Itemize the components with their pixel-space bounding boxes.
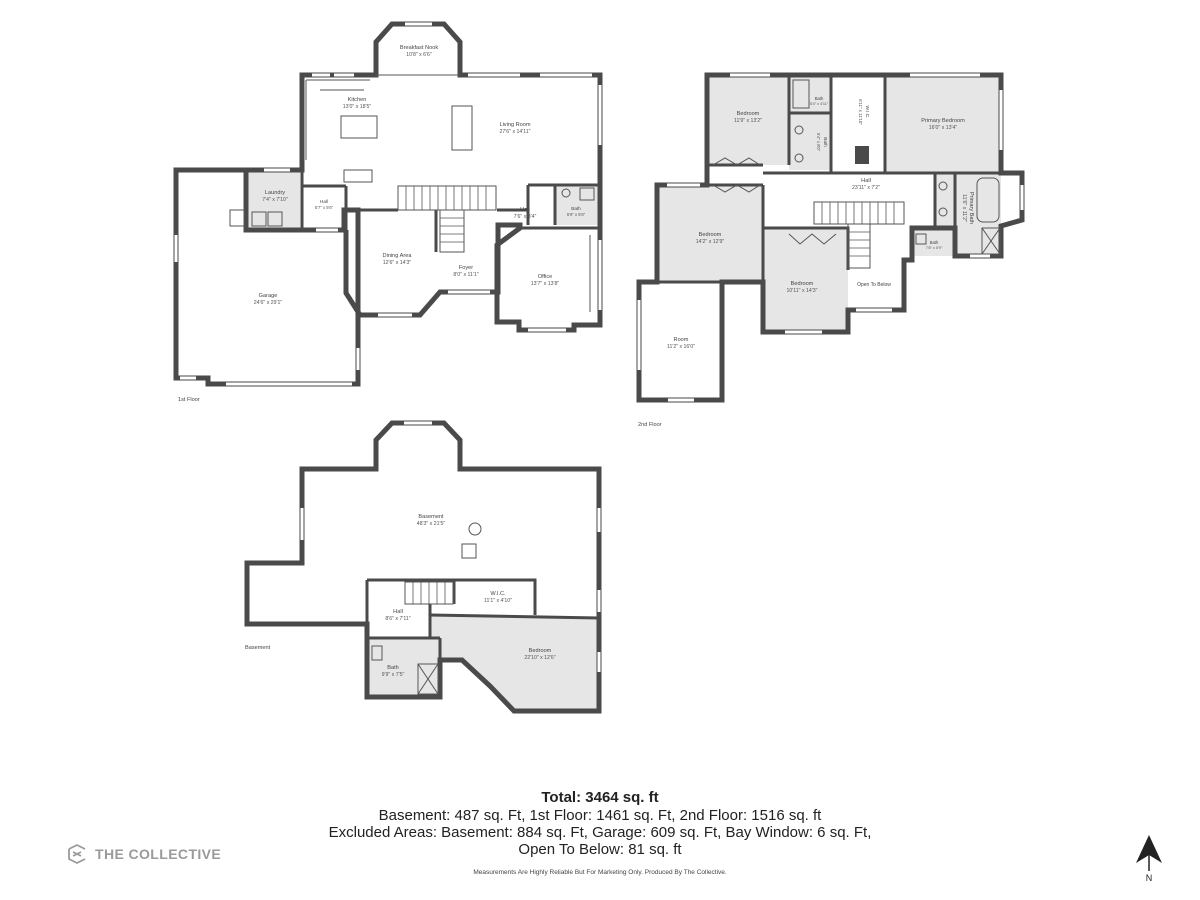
area-summary: Total: 3464 sq. ft Basement: 487 sq. Ft,… — [300, 789, 900, 858]
room-dims: 27'6" x 14'11" — [500, 129, 531, 135]
room-name: Room — [674, 337, 689, 343]
room-dims: 16'0" x 13'4" — [929, 125, 958, 131]
room-name: Kitchen — [348, 97, 367, 103]
room-name: Bath — [571, 206, 581, 211]
room-dims: 24'6" x 29'1" — [254, 300, 283, 306]
room-name: Bath — [387, 665, 399, 671]
room-dims: 48'3" x 21'5" — [417, 521, 446, 527]
room-name: Open To Below — [857, 282, 891, 288]
room-dims: 11'6" x 11'2" — [961, 194, 967, 222]
room-name: Garage — [259, 293, 278, 299]
logo-text: THE COLLECTIVE — [95, 846, 222, 862]
first-floor-labels: Breakfast Nook 10'8" x 6'6" Kitchen 13'0… — [178, 45, 586, 403]
room-name: Hall — [393, 609, 403, 615]
disclaimer: Measurements Are Highly Reliable But For… — [473, 869, 727, 876]
room-dims: 14'2" x 12'9" — [696, 239, 725, 245]
room-dims: 10'8" x 6'6" — [406, 52, 432, 58]
room-dims: 7'4" x 7'10" — [262, 197, 288, 203]
room-name: Bath — [823, 137, 828, 147]
floor-label: Basement — [245, 645, 271, 651]
room-name: Primary Bath — [968, 192, 974, 224]
room-name: Dining Area — [383, 253, 413, 259]
room-dims: 8'6" x 7'11" — [385, 616, 410, 622]
brand-logo: THE COLLECTIVE — [66, 843, 221, 865]
room-dims: 11'9" x 13'2" — [734, 118, 762, 124]
room-name: Bedroom — [529, 648, 552, 654]
room-name: Office — [538, 274, 553, 280]
room-name: Breakfast Nook — [400, 45, 438, 51]
floor-label: 1st Floor — [178, 397, 200, 403]
room-name: Primary Bedroom — [921, 118, 965, 124]
room-dims: 13'7" x 13'8" — [531, 281, 560, 287]
room-dims: 5'9" x 5'6" — [567, 212, 586, 217]
room-dims: 11'1" x 4'10" — [484, 598, 512, 604]
room-dims: 22'10" x 12'6" — [524, 655, 555, 661]
first-floor-plan — [173, 21, 603, 387]
room-dims: 9'9" x 7'5" — [382, 672, 405, 678]
room-name: Bedroom — [699, 232, 722, 238]
floor-label: 2nd Floor — [638, 422, 662, 428]
basement-plan — [244, 420, 602, 714]
room-name: W.I.C. — [864, 105, 870, 118]
room-dims: 12'6" x 14'3" — [383, 260, 412, 266]
basement-labels: Basement 48'3" x 21'5" W.I.C. 11'1" x 4'… — [245, 514, 556, 678]
room-name: Basement — [418, 514, 444, 520]
room-name: Bath — [930, 240, 939, 245]
room-dims: 7'8" x 5'9" — [926, 246, 943, 250]
compass-label: N — [1145, 873, 1153, 883]
excluded-areas: Excluded Areas: Basement: 884 sq. Ft, Ga… — [328, 824, 872, 841]
room-dims: 5'4" x 4'11" — [810, 102, 829, 106]
area-breakdown: Basement: 487 sq. Ft, 1st Floor: 1461 sq… — [378, 807, 822, 824]
room-name: Foyer — [459, 265, 473, 271]
second-floor-labels: Bedroom 11'9" x 13'2" Bath 5'4" x 4'11" … — [638, 96, 974, 428]
room-name: Bedroom — [791, 281, 814, 287]
total-area: Total: 3464 sq. ft — [541, 789, 659, 806]
room-name: Living Room — [499, 122, 530, 128]
room-name: Hall — [320, 199, 328, 204]
room-name: Hall — [520, 207, 530, 213]
collective-logo-icon — [68, 844, 86, 864]
room-name: Bedroom — [737, 111, 760, 117]
room-name: W.I.C. — [490, 591, 506, 597]
room-dims: 7'6" x 8'4" — [514, 214, 537, 220]
room-dims: 5'4" x 8'0" — [816, 133, 821, 152]
room-name: Bath — [815, 96, 824, 101]
compass: N — [1135, 833, 1165, 885]
room-dims: 10'11" x 14'3" — [787, 288, 818, 294]
second-floor-plan — [636, 72, 1025, 403]
room-dims: 11'2" x 16'0" — [667, 344, 695, 350]
room-dims: 23'11" x 7'2" — [852, 185, 880, 191]
room-dims: 13'0" x 18'5" — [343, 104, 372, 110]
room-dims: 5'7" x 5'6" — [315, 205, 334, 210]
room-name: Laundry — [265, 190, 285, 196]
room-dims: 8'0" x 11'1" — [453, 272, 478, 278]
room-dims: 6'11" x 11'10" — [858, 99, 863, 125]
room-name: Hall — [861, 178, 871, 184]
excluded-areas-continued: Open To Below: 81 sq. ft — [518, 841, 682, 858]
north-arrow-icon — [1136, 835, 1162, 871]
